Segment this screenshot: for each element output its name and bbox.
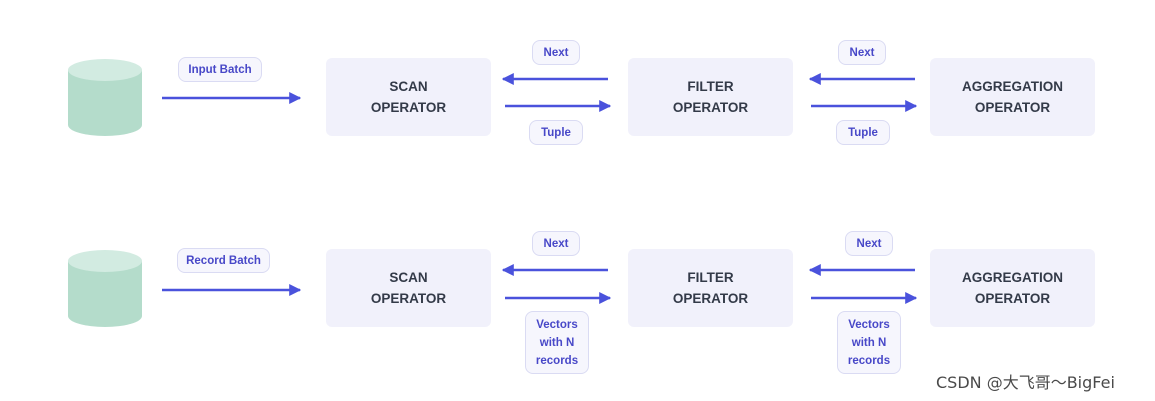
next-label-text: Next xyxy=(543,46,569,59)
filter-operator-box: FILTER OPERATOR xyxy=(628,58,793,136)
filter-operator-box: FILTER OPERATOR xyxy=(628,249,793,327)
tuple-label-text: Tuple xyxy=(848,126,878,139)
watermark-text: CSDN @大飞哥～BigFei xyxy=(936,373,1115,392)
operator-subtitle: OPERATOR xyxy=(974,291,1051,306)
tuple-label: Tuple xyxy=(836,120,890,145)
record-batch-label: Record Batch xyxy=(177,248,270,273)
vectors-label: Vectors with N records xyxy=(525,311,589,374)
vectors-label-line: Vectors xyxy=(536,318,578,331)
operator-subtitle: OPERATOR xyxy=(974,100,1051,115)
operator-subtitle: OPERATOR xyxy=(672,291,749,306)
operator-subtitle: OPERATOR xyxy=(370,291,447,306)
tuple-label-text: Tuple xyxy=(541,126,571,139)
vectors-label: Vectors with N records xyxy=(837,311,901,374)
vectors-label-line: with N xyxy=(539,336,575,349)
aggregation-operator-box: AGGREGATION OPERATOR xyxy=(930,249,1095,327)
operator-title: AGGREGATION xyxy=(962,79,1063,94)
next-label-text: Next xyxy=(849,46,875,59)
operator-title: FILTER xyxy=(687,79,734,94)
next-label-text: Next xyxy=(543,237,569,250)
operator-title: AGGREGATION xyxy=(962,270,1063,285)
next-label: Next xyxy=(838,40,886,65)
vectors-label-line: records xyxy=(847,354,891,367)
scan-operator-box: SCAN OPERATOR xyxy=(326,58,491,136)
aggregation-operator-box: AGGREGATION OPERATOR xyxy=(930,58,1095,136)
record-batch-text: Record Batch xyxy=(186,254,261,267)
operator-title: FILTER xyxy=(687,270,734,285)
scan-operator-box: SCAN OPERATOR xyxy=(326,249,491,327)
input-batch-text: Input Batch xyxy=(188,63,252,76)
database-icon xyxy=(68,250,142,327)
next-label: Next xyxy=(532,40,580,65)
vectors-label-line: with N xyxy=(851,336,887,349)
database-icon xyxy=(68,59,142,136)
vectors-label-line: records xyxy=(535,354,579,367)
next-label: Next xyxy=(532,231,580,256)
operator-subtitle: OPERATOR xyxy=(672,100,749,115)
operator-subtitle: OPERATOR xyxy=(370,100,447,115)
operator-title: SCAN xyxy=(389,270,428,285)
operator-title: SCAN xyxy=(389,79,428,94)
tuple-label: Tuple xyxy=(529,120,583,145)
input-batch-label: Input Batch xyxy=(178,57,262,82)
vectors-label-line: Vectors xyxy=(848,318,890,331)
next-label-text: Next xyxy=(856,237,882,250)
next-label: Next xyxy=(845,231,893,256)
